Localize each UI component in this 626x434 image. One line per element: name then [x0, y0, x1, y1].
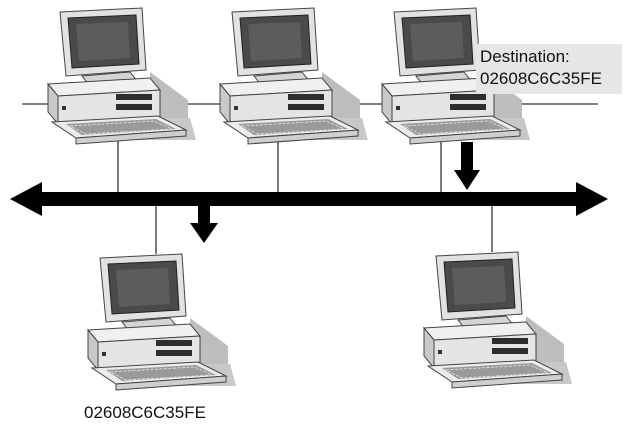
frame-down-arrow-icon: [454, 142, 480, 190]
computer-bottom-left-icon: [87, 253, 237, 391]
destination-title: Destination:: [480, 47, 570, 66]
computer-top-left-icon: [47, 7, 197, 145]
computer-bottom-right-icon: [423, 251, 573, 389]
destination-label: Destination: 02608C6C35FE: [480, 46, 602, 90]
destination-address: 02608C6C35FE: [480, 69, 602, 88]
computer-top-middle-icon: [219, 7, 369, 145]
destination-label-box: [476, 44, 622, 94]
receiver-address-label: 02608C6C35FE: [84, 403, 206, 422]
frame-delivery-arrow-icon: [190, 205, 218, 243]
network-bus-arrow: [10, 182, 608, 216]
